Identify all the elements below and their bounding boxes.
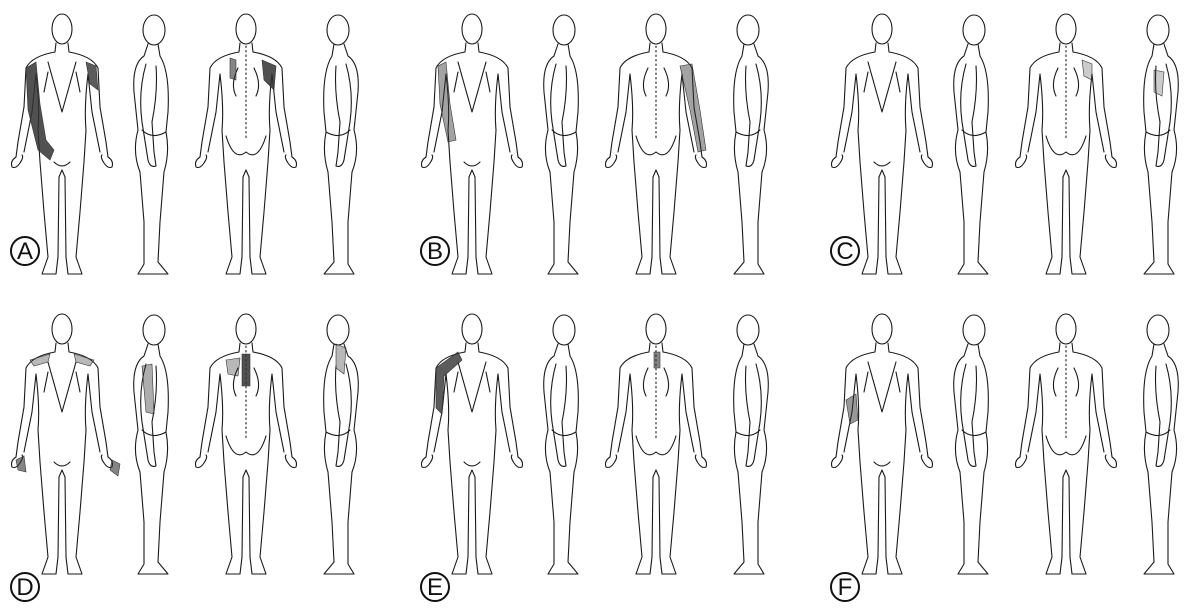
shaded-region xyxy=(336,344,346,374)
panel-label-e: E xyxy=(420,572,450,602)
panel-f: F xyxy=(820,304,1202,608)
back-view-figure xyxy=(196,14,297,274)
side-view-figure xyxy=(1144,315,1179,574)
side-view-figure xyxy=(324,15,359,274)
shaded-region xyxy=(242,354,250,386)
side-view-figure xyxy=(734,15,769,274)
body-chart-b xyxy=(410,0,810,304)
shaded-region xyxy=(680,64,706,152)
shaded-region xyxy=(230,58,236,80)
panel-b: B xyxy=(410,0,810,304)
shaded-region xyxy=(1154,70,1164,96)
body-chart-a xyxy=(0,0,400,304)
body-chart-f xyxy=(820,304,1202,608)
back-view-figure xyxy=(196,314,297,574)
front-view-figure xyxy=(12,314,113,574)
panel-d: D xyxy=(0,304,400,608)
side-view-figure xyxy=(134,315,169,574)
side-view-figure xyxy=(734,315,769,574)
front-view-figure xyxy=(12,14,113,274)
panel-c: C xyxy=(820,0,1202,304)
panel-label-a: A xyxy=(10,236,40,266)
body-chart-d xyxy=(0,304,400,608)
front-view-figure xyxy=(422,314,523,574)
panel-label-d: D xyxy=(10,572,40,602)
front-view-figure xyxy=(832,14,933,274)
front-view-figure xyxy=(832,314,933,574)
panel-a: A xyxy=(0,0,400,304)
shaded-region xyxy=(262,60,276,90)
back-view-figure xyxy=(606,14,707,274)
shaded-region xyxy=(438,62,456,142)
shaded-region xyxy=(846,394,858,424)
side-view-figure xyxy=(954,315,989,574)
back-view-figure xyxy=(1016,314,1117,574)
back-view-figure xyxy=(1016,14,1117,274)
panel-label-f: F xyxy=(830,572,860,602)
side-view-figure xyxy=(1144,15,1179,274)
body-chart-c xyxy=(820,0,1202,304)
shaded-region xyxy=(110,460,120,476)
shaded-region xyxy=(142,364,154,414)
side-view-figure xyxy=(544,315,579,574)
shaded-region xyxy=(1082,60,1092,80)
front-view-figure xyxy=(422,14,523,274)
side-view-figure xyxy=(544,15,579,274)
body-chart-e xyxy=(410,304,810,608)
shaded-region xyxy=(226,358,240,376)
panel-label-b: B xyxy=(420,236,450,266)
panel-e: E xyxy=(410,304,810,608)
shaded-region xyxy=(26,62,54,160)
panel-label-c: C xyxy=(830,236,860,266)
side-view-figure xyxy=(134,15,169,274)
side-view-figure xyxy=(954,15,989,274)
shaded-region xyxy=(16,456,26,472)
shaded-region xyxy=(654,352,660,368)
